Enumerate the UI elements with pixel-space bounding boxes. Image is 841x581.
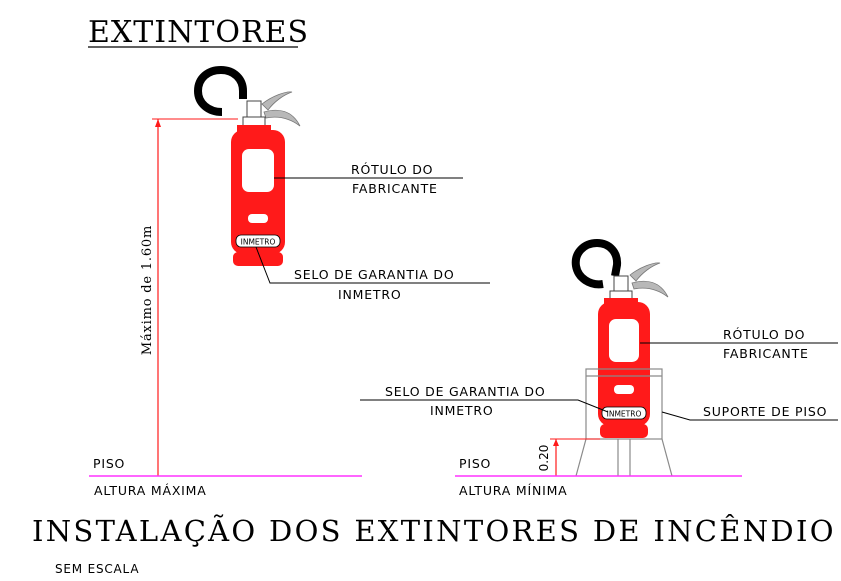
hose-hook-icon [571, 238, 622, 289]
heading: EXTINTORES [88, 15, 309, 50]
left-fabricante-label-1: RÓTULO DO [351, 162, 433, 177]
left-caption: ALTURA MÁXIMA [94, 483, 207, 498]
valve-collar-icon [242, 116, 266, 127]
left-floor-label: PISO [93, 456, 125, 471]
right-fabricante-label-2: FABRICANTE [723, 346, 809, 361]
right-selo-label-2: INMETRO [430, 403, 493, 418]
cylinder-base [600, 424, 648, 438]
left-extinguisher: INMETRO [193, 65, 301, 266]
left-selo-leader [255, 246, 490, 284]
scale-note: SEM ESCALA [55, 562, 139, 576]
gauge-oval [614, 385, 634, 394]
page-title: INSTALAÇÃO DOS EXTINTORES DE INCÊNDIO [32, 513, 836, 548]
cylinder-neck [604, 298, 638, 304]
cylinder-neck [237, 125, 271, 132]
gauge-oval [248, 214, 268, 223]
manufacturer-label-panel [609, 319, 639, 362]
manufacturer-label-panel [242, 149, 274, 192]
left-selo-label-2: INMETRO [338, 287, 401, 302]
floor-stand [575, 368, 673, 477]
valve-icon [613, 275, 629, 294]
floor-stand-frame [585, 368, 663, 440]
dimension-arrow-icon [553, 439, 559, 446]
inmetro-badge [235, 234, 281, 248]
left-fabricante-label-2: FABRICANTE [352, 181, 438, 196]
handle-lever-icon [631, 280, 669, 298]
handle-lever-icon [263, 109, 301, 127]
left-selo-label-1: SELO DE GARANTIA DO [294, 267, 455, 282]
right-suporte-leader [661, 411, 838, 421]
right-selo-leader [360, 399, 609, 413]
handle-lever-icon [629, 262, 661, 282]
hose-hook-icon [193, 65, 247, 116]
left-height-label: Máximo de 1.60m [140, 225, 155, 355]
dimension-arrow-icon [155, 119, 161, 127]
floor-stand-leg [661, 438, 673, 477]
valve-collar-icon [609, 290, 633, 300]
inmetro-badge-text: INMETRO [607, 410, 642, 419]
right-caption: ALTURA MÍNIMA [459, 483, 568, 498]
right-suporte-label: SUPORTE DE PISO [703, 404, 827, 419]
inmetro-badge [601, 406, 647, 420]
right-extinguisher: INMETRO [571, 238, 669, 438]
floor-stand-leg [575, 438, 587, 477]
inmetro-badge-text: INMETRO [241, 238, 276, 247]
cylinder-base [233, 252, 283, 266]
handle-lever-icon [261, 91, 293, 111]
right-floor-label: PISO [459, 456, 491, 471]
right-height-label: 0.20 [537, 445, 551, 472]
right-selo-label-1: SELO DE GARANTIA DO [385, 384, 546, 399]
right-fabricante-label-1: RÓTULO DO [723, 327, 805, 342]
